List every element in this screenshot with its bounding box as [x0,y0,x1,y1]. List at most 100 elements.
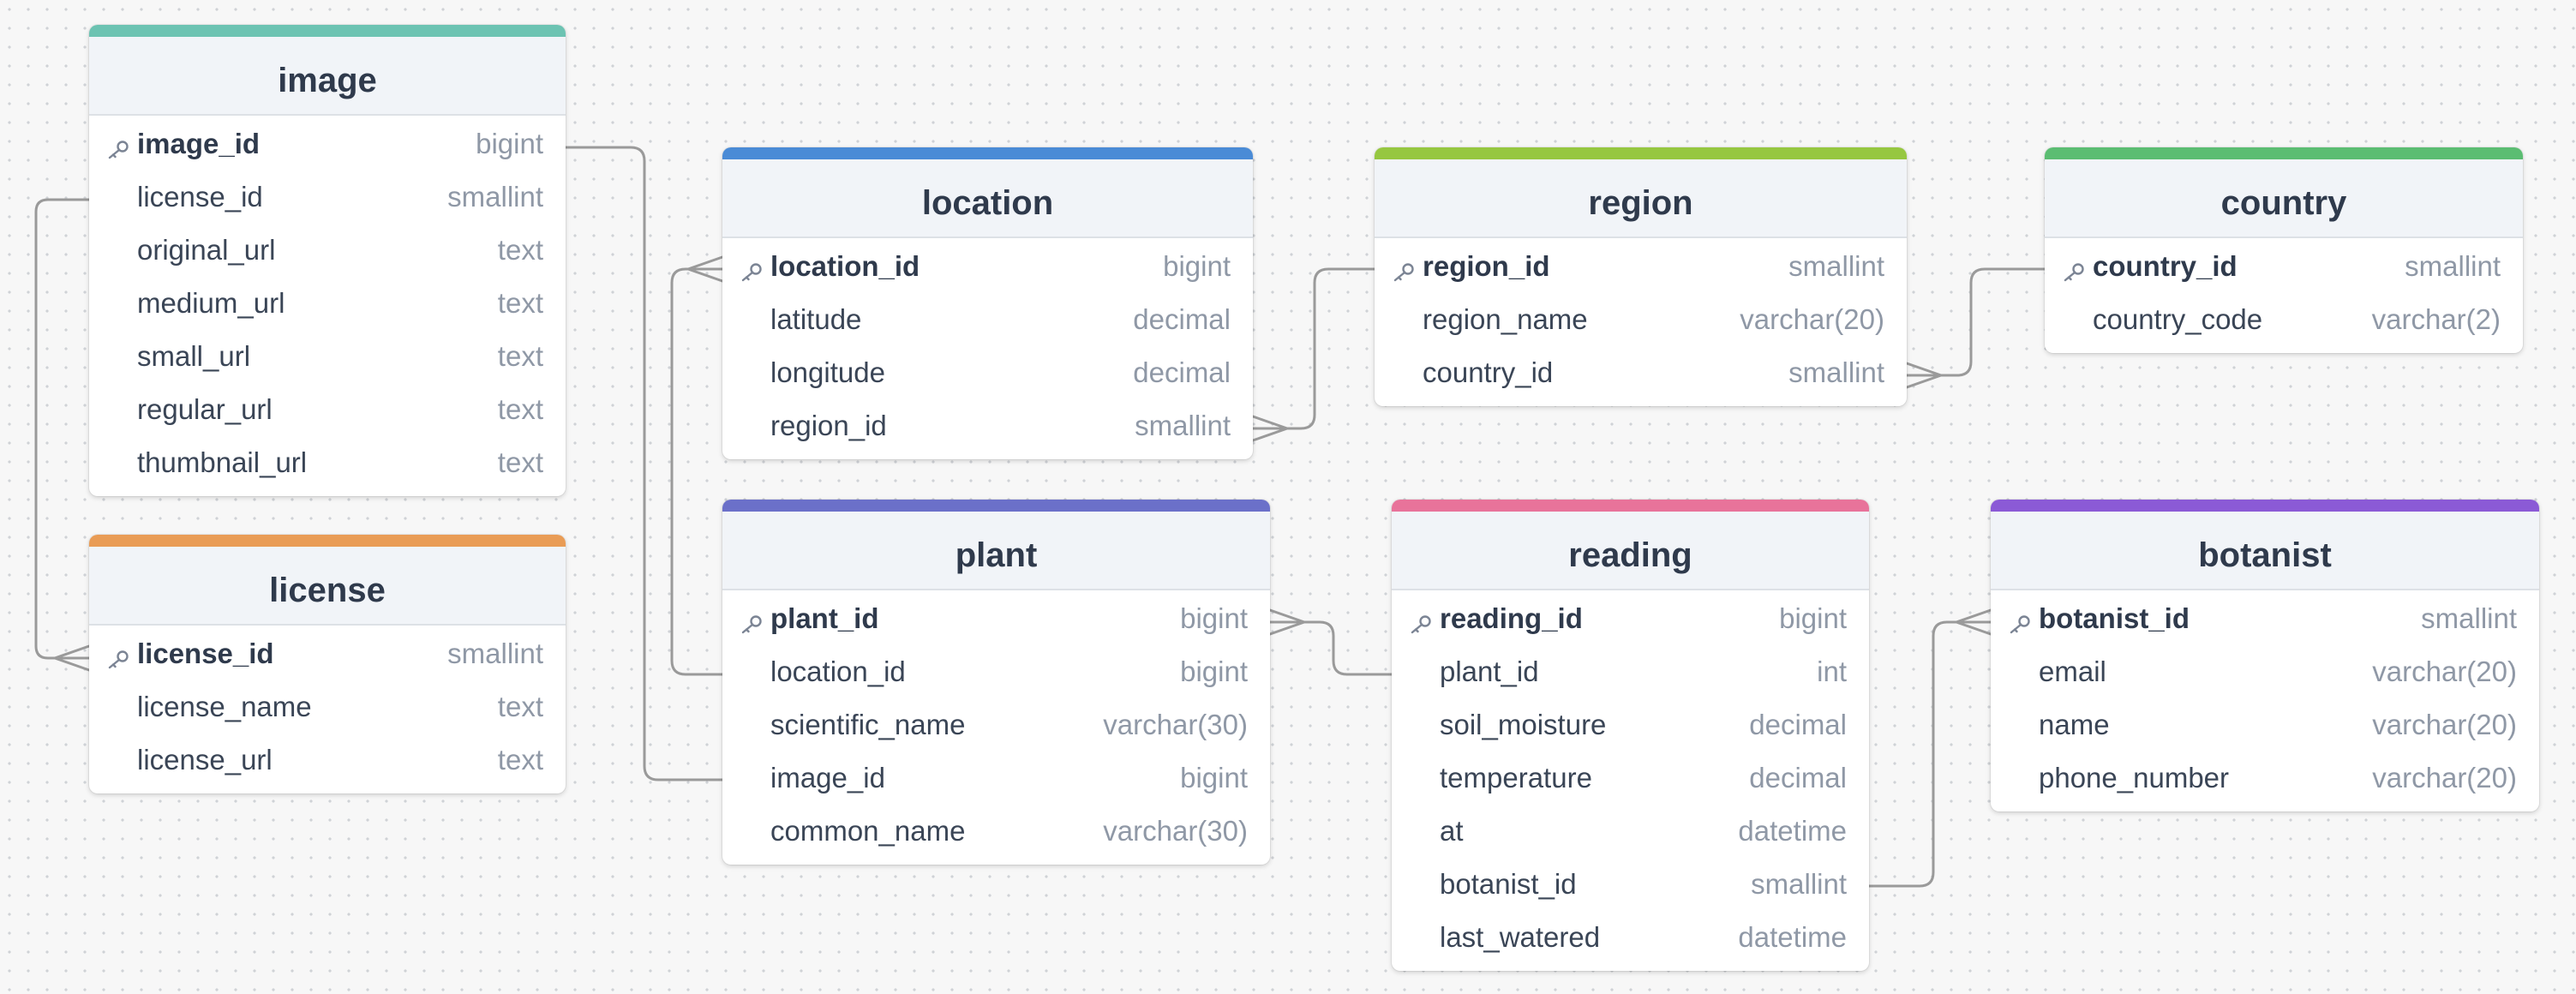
crow-foot-location-location_id [686,255,724,283]
table-header[interactable]: license [89,547,566,626]
table-header[interactable]: botanist [1991,512,2539,590]
field-type: varchar(30) [1103,709,1248,740]
field-name: region_id [1423,250,1550,282]
primary-key-row[interactable]: country_id smallint [2045,240,2523,293]
field-type: smallint [447,638,543,669]
field-name: image_id [770,762,885,793]
field-type: varchar(20) [2372,762,2517,793]
table-title: reading [1568,536,1692,574]
field-name: botanist_id [1440,868,1577,900]
table-title: location [921,183,1054,222]
field-name: plant_id [770,602,879,634]
edge-region-country[interactable] [1905,267,2046,377]
table-accent-bar [1991,500,2539,512]
field-type: smallint [2405,250,2501,282]
field-name: location_id [770,250,920,282]
field-type: text [497,287,543,319]
field-name: country_id [2093,250,2238,282]
field-type: text [497,744,543,775]
field-row[interactable]: phone_number varchar(20) [1991,751,2539,805]
field-type: decimal [1749,762,1847,793]
field-type: smallint [447,181,543,213]
table-header[interactable]: region [1375,159,1907,238]
field-name: botanist_id [2039,602,2190,634]
field-name: reading_id [1440,602,1583,634]
table-header[interactable]: image [89,37,566,116]
field-name: original_url [137,234,276,266]
table-header[interactable]: location [722,159,1253,238]
edge-reading-botanist[interactable] [1867,620,1992,888]
field-name: location_id [770,656,906,687]
edge-location-region[interactable] [1251,267,1376,430]
table-header[interactable]: plant [722,512,1270,590]
edge-image-license[interactable] [34,198,91,660]
field-name: phone_number [2039,762,2230,793]
field-name: image_id [137,128,261,159]
table-title: image [278,61,377,99]
field-row[interactable]: original_url text [89,224,566,277]
field-name: common_name [770,815,966,847]
table-header[interactable]: country [2045,159,2523,238]
edge-reading-plant[interactable] [1268,620,1393,676]
edge-plant-image[interactable] [564,146,724,781]
field-type: decimal [1749,709,1847,740]
field-name: longitude [770,356,885,388]
key-icon [106,134,130,159]
table-header[interactable]: reading [1392,512,1869,590]
table-accent-bar [722,500,1270,512]
field-name: region_name [1423,303,1588,335]
field-type: text [497,340,543,372]
field-type: smallint [1788,356,1884,388]
field-name: plant_id [1440,656,1539,687]
field-type: text [497,234,543,266]
table-title: region [1588,183,1693,222]
field-name: at [1440,815,1464,847]
field-type: varchar(20) [2372,656,2517,687]
edge-plant-location[interactable] [670,267,724,676]
